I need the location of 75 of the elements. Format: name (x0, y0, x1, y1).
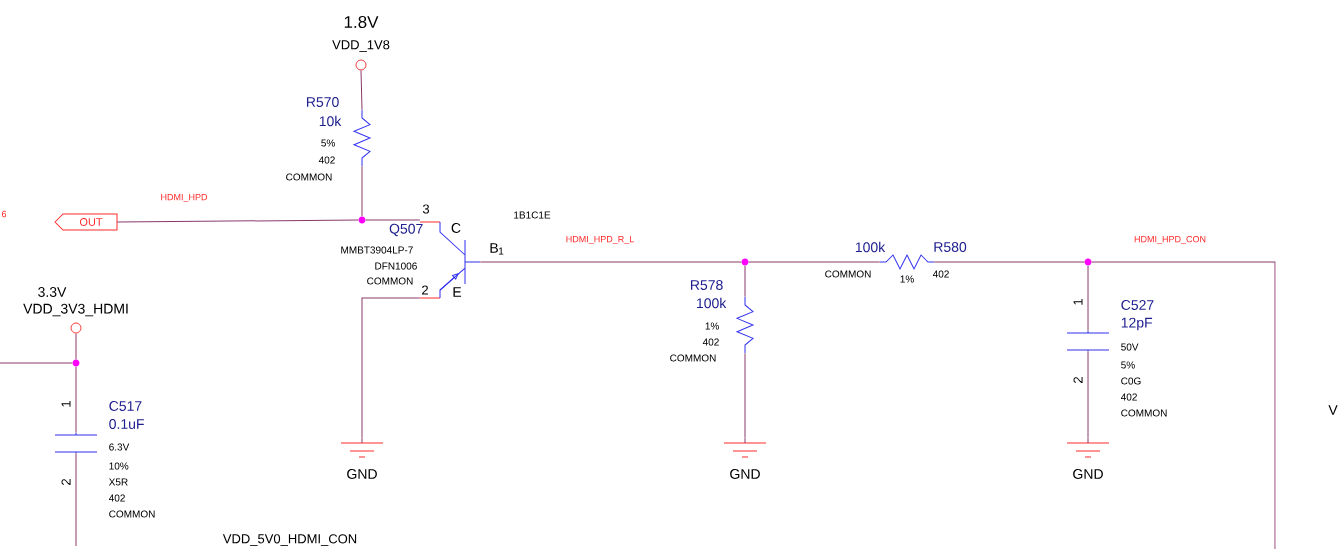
wire (116, 219, 359, 223)
component-spec: COMMON (286, 173, 332, 181)
net-name: V (1328, 405, 1338, 415)
wire (479, 261, 742, 263)
wire (1087, 265, 1089, 332)
pin-number: 1 (499, 247, 504, 255)
wire (361, 297, 421, 439)
component-spec: 6.3V (109, 443, 130, 451)
reference-designator: C517 (109, 401, 142, 411)
net-name: VDD_5V0_HDMI_CON (222, 534, 357, 546)
component-spec: COMMON (670, 354, 716, 362)
pin-letter: C (451, 223, 461, 233)
component-spec: 402 (318, 156, 335, 164)
voltage-label: 3.3V (38, 287, 67, 297)
component-spec: X5R (108, 478, 128, 486)
pin-number: 1 (61, 401, 71, 407)
component-spec: 402 (1120, 393, 1137, 401)
part-number: MMBT3904LP-7 (341, 246, 413, 254)
component-value: 100k (697, 297, 727, 309)
wire (75, 332, 77, 360)
component-spec: 1% (705, 322, 719, 330)
component-spec: 402 (932, 270, 949, 278)
component-spec: 5% (321, 139, 335, 147)
wire (75, 452, 77, 547)
reference-designator: R570 (307, 97, 339, 107)
reference-designator: R580 (934, 242, 967, 252)
wire (1091, 261, 1276, 549)
pin-letter: B (490, 243, 498, 253)
pin-number: 2 (1073, 377, 1083, 383)
component-value: 100k (855, 241, 886, 253)
wire (361, 165, 363, 217)
pin-number: 2 (422, 285, 428, 295)
wire (0, 362, 73, 364)
wire (933, 261, 1085, 263)
voltage-label: 1.8V (344, 16, 379, 29)
net-label: HDMI_HPD (159, 193, 209, 203)
component-spec: DFN1006 (375, 262, 417, 270)
wire (365, 219, 421, 221)
ground-label: GND (1073, 469, 1103, 479)
component-spec: 10% (109, 462, 129, 470)
component-spec: COMMON (367, 277, 413, 285)
output-port: OUT (54, 213, 118, 231)
component-value: 10k (319, 115, 342, 127)
net-label: HDMI_HPD_R_L (564, 235, 636, 245)
wire (360, 69, 363, 111)
component-spec: 5% (1121, 361, 1135, 369)
ground-label: GND (730, 469, 760, 479)
net-name: VDD_1V8 (332, 40, 390, 52)
wire (744, 352, 746, 439)
net-name: VDD_3V3_HDMI (23, 303, 128, 317)
reference-designator: R578 (691, 280, 723, 290)
component-spec: 50V (1121, 343, 1139, 351)
component-spec: 402 (702, 338, 719, 346)
pin-number: 2 (61, 479, 71, 485)
component-spec: C0G (1121, 377, 1141, 385)
pin-number: 3 (422, 204, 430, 214)
wire (744, 265, 746, 298)
pin-map-label: 1B1C1E (514, 211, 551, 219)
ground-label: GND (347, 469, 377, 479)
reference-designator: Q507 (389, 223, 423, 237)
pin-letter: E (453, 287, 462, 297)
wire (748, 261, 881, 263)
pin-number: 1 (1073, 299, 1083, 305)
component-spec: COMMON (825, 270, 871, 278)
component-spec: 402 (108, 494, 125, 502)
component-spec: COMMON (109, 510, 155, 518)
component-spec: COMMON (1121, 409, 1167, 417)
component-value: 0.1uF (109, 419, 144, 429)
wire (1087, 350, 1089, 439)
reference-designator: C527 (1121, 300, 1154, 310)
component-value: 12pF (1121, 317, 1153, 331)
net-label: HDMI_HPD_CON (1133, 234, 1207, 246)
component-spec: 1% (900, 275, 914, 283)
page-reference: 6 (1, 210, 7, 218)
wire (75, 366, 77, 434)
